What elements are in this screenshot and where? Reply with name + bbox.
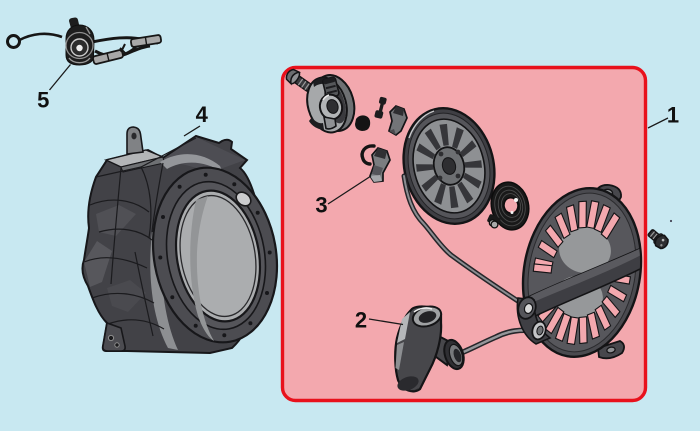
svg-text:1: 1 [667, 102, 679, 127]
svg-text:4: 4 [196, 102, 209, 127]
svg-text:3: 3 [315, 193, 327, 218]
svg-text:2: 2 [355, 308, 367, 333]
svg-text:5: 5 [37, 88, 49, 113]
